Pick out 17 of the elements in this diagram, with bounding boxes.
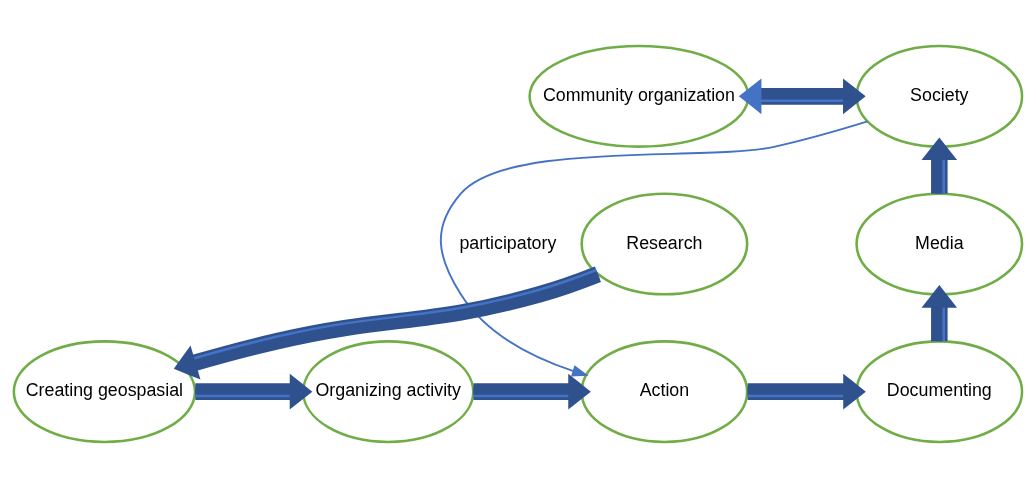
arrow (439, 120, 869, 377)
node-ellipse: Media (855, 192, 1024, 296)
arrow (747, 373, 866, 410)
node-ellipse: Organizing activity (301, 340, 475, 444)
arrow (738, 78, 866, 115)
node-ellipse: Community organization (528, 44, 750, 148)
node-ellipse: Society (855, 44, 1024, 148)
node-ellipse: Creating geospasial (12, 340, 197, 444)
arrow (473, 373, 591, 410)
node-ellipse: Documenting (855, 340, 1024, 444)
node-ellipse: Action (580, 340, 749, 444)
edge-label: participatory (459, 232, 557, 253)
arrow (195, 373, 313, 410)
arrow (173, 266, 601, 380)
arrow (921, 137, 958, 194)
node-ellipse: Research (580, 192, 749, 296)
arrow (921, 285, 958, 342)
